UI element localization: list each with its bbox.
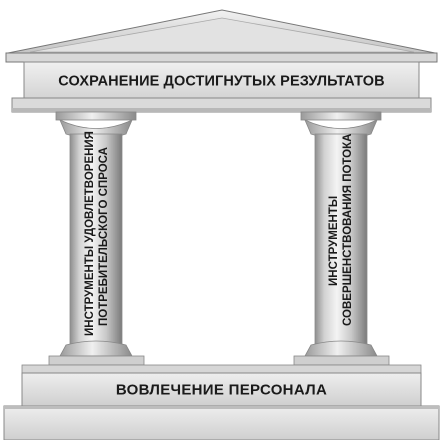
- base: ВОВЛЕЧЕНИЕ ПЕРСОНАЛА: [3, 364, 440, 440]
- entablature-beam: [23, 61, 420, 99]
- architrave-shadow: [12, 108, 431, 112]
- pillar-left: ИНСТРУМЕНТЫ УДОВЛЕТВОРЕНИЯ ПОТРЕБИТЕЛЬСК…: [48, 111, 145, 366]
- base-bottom-step-highlight: [4, 406, 439, 409]
- svg-text:ИНСТРУМЕНТЫ УДОВЛЕТВОРЕНИЯ: ИНСТРУМЕНТЫ УДОВЛЕТВОРЕНИЯ ПОТРЕБИТЕЛЬСК…: [84, 128, 110, 336]
- svg-text:ИНСТРУМЕНТЫ СОВЕРШЕНСТВО: ИНСТРУМЕНТЫ СОВЕРШЕНСТВОВАНИЯ ПОТОКА: [328, 134, 354, 326]
- pillar-left-plinth: [48, 355, 145, 366]
- base-main-step: [21, 372, 422, 407]
- pediment-inner: [29, 17, 415, 53]
- pillar-left-shaft: [69, 133, 123, 346]
- base-bottom-step: [3, 405, 440, 440]
- pillar-right-label-line2: СОВЕРШЕНСТВОВАНИЯ ПОТОКА: [342, 134, 354, 326]
- pillar-right-base: [304, 340, 378, 357]
- pillar-left-label-line1: ИНСТРУМЕНТЫ УДОВЛЕТВОРЕНИЯ: [84, 131, 96, 336]
- pillar-right-shaft: [314, 133, 368, 346]
- pillar-left-capital-top: [55, 111, 137, 121]
- pillar-right-plinth: [293, 355, 390, 366]
- pillar-right-capital-top: [300, 111, 382, 121]
- cornice: [5, 52, 438, 63]
- pillar-right: ИНСТРУМЕНТЫ СОВЕРШЕНСТВОВАНИЯ ПОТОКА: [293, 111, 390, 366]
- base-top-step: [21, 364, 422, 374]
- roof: СОХРАНЕНИЕ ДОСТИГНУТЫХ РЕЗУЛЬТАТОВ: [5, 9, 438, 113]
- pillar-left-base: [59, 340, 133, 357]
- roof-label: СОХРАНЕНИЕ ДОСТИГНУТЫХ РЕЗУЛЬТАТОВ: [58, 74, 384, 90]
- pillar-left-label-line2: ПОТРЕБИТЕЛЬСКОГО СПРОСА: [98, 147, 110, 326]
- base-label: ВОВЛЕЧЕНИЕ ПЕРСОНАЛА: [116, 382, 327, 399]
- pillar-right-label-line1: ИНСТРУМЕНТЫ: [328, 196, 340, 286]
